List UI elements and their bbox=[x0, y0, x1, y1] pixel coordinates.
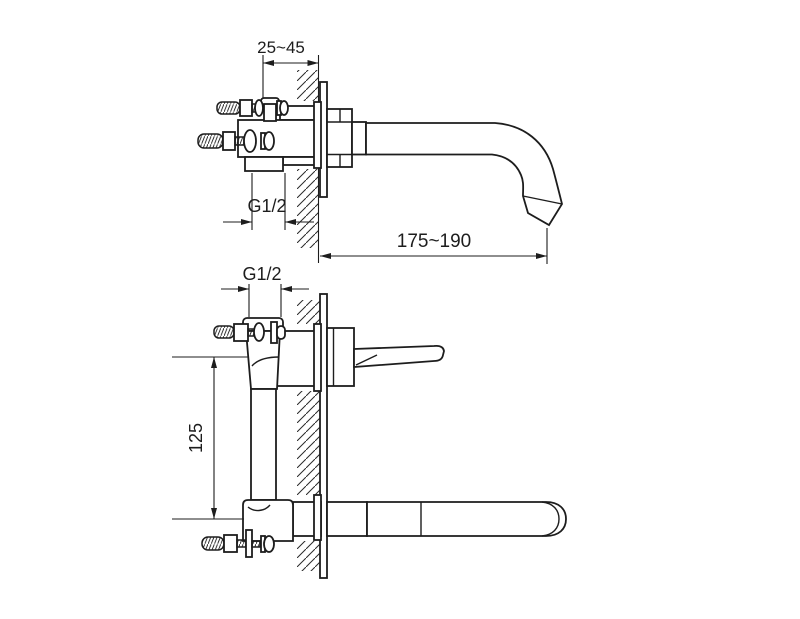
dim-label-axis-spacing: 125 bbox=[186, 423, 206, 453]
top-view: 25~45 G1/2 175~190 bbox=[197, 38, 563, 264]
lever-handle bbox=[353, 344, 445, 368]
body-upper-section bbox=[245, 330, 281, 390]
inlet-fitting bbox=[263, 103, 277, 122]
outlet-stub bbox=[244, 156, 284, 172]
wall-hatch-lower bbox=[297, 169, 319, 248]
dim-label-wall-depth: 25~45 bbox=[257, 38, 305, 57]
wall-hatch-middle bbox=[297, 391, 320, 495]
handle-base bbox=[326, 327, 355, 387]
dimension-thread-top: G1/2 bbox=[223, 173, 314, 230]
wall-hatch-upper bbox=[297, 70, 319, 101]
dimension-axis-spacing: 125 bbox=[172, 356, 248, 520]
spout-outline bbox=[365, 122, 563, 227]
dimension-spout-reach: 175~190 bbox=[320, 228, 548, 264]
spout-tip-joint bbox=[522, 195, 563, 205]
spout-tip-inner-arc bbox=[541, 501, 560, 537]
lower-mounting-screw bbox=[201, 529, 275, 558]
body-supply-tube bbox=[250, 388, 277, 501]
lock-sleeve bbox=[313, 101, 322, 169]
spout-tube bbox=[366, 501, 567, 537]
upper-mounting-screw bbox=[213, 321, 286, 344]
handle-lock-sleeve bbox=[313, 323, 322, 392]
wall-hatch-top bbox=[297, 300, 320, 324]
wall-hatch-bottom bbox=[297, 541, 320, 571]
trim-plate bbox=[319, 293, 328, 579]
body-ledge bbox=[282, 156, 319, 166]
handle-cartridge bbox=[276, 330, 321, 387]
dimension-wall-depth: 25~45 bbox=[257, 38, 319, 98]
spout-collar bbox=[326, 501, 368, 537]
spout-collar bbox=[351, 121, 367, 156]
dim-label-spout-reach: 175~190 bbox=[397, 231, 472, 252]
dim-label-thread-bottom: G1/2 bbox=[242, 264, 281, 284]
dim-label-thread-top: G1/2 bbox=[247, 196, 286, 216]
lower-mounting-screw bbox=[197, 129, 275, 153]
bottom-view: G1/2 125 bbox=[172, 264, 567, 579]
dimension-thread-bottom: G1/2 bbox=[221, 264, 309, 317]
upper-mounting-screw bbox=[216, 99, 289, 117]
spout-lock-sleeve bbox=[313, 494, 322, 541]
